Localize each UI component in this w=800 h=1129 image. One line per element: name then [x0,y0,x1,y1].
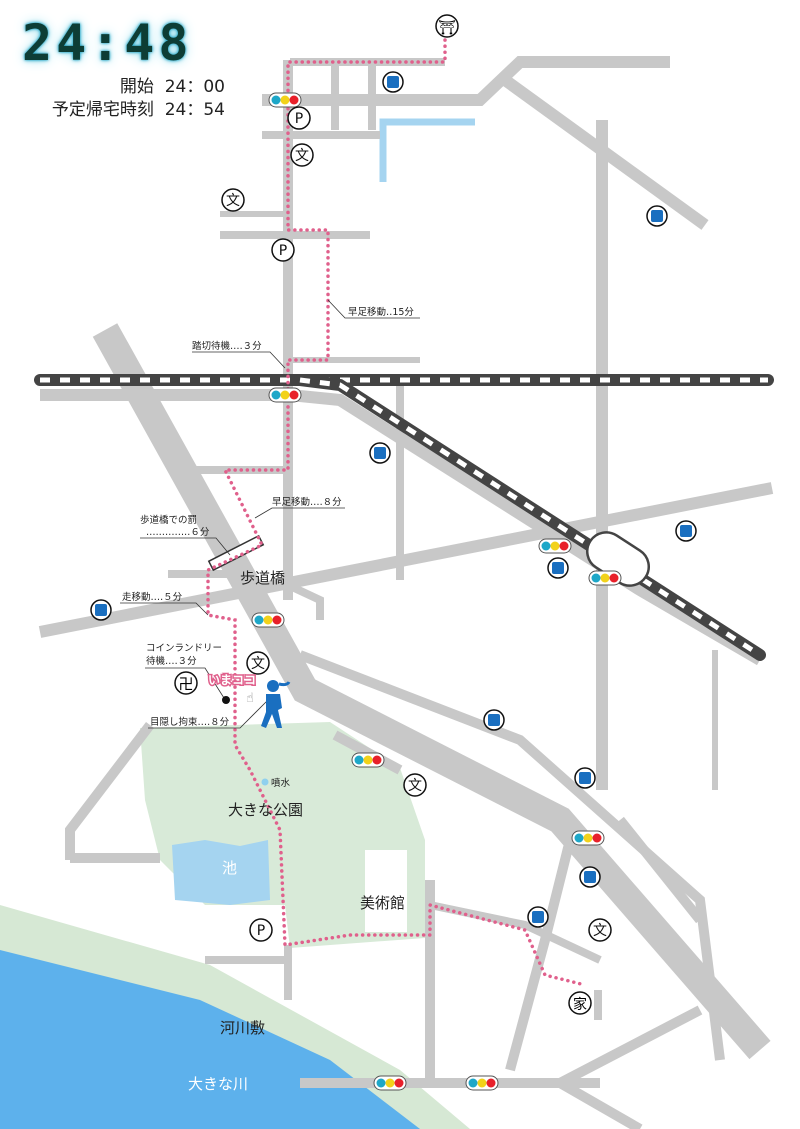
roads [38,56,774,1129]
svg-text:⛩: ⛩ [438,20,456,36]
fountain-marker [261,778,269,786]
traffic-light-icon [373,1075,407,1091]
coin-laundry-marker [222,696,230,704]
you-are-here-label: いまココ [208,673,256,687]
convenience-store-icon [369,442,391,464]
start-time: 24：00 [164,77,225,97]
convenience-store-icon [579,866,601,888]
current-time-display: 24:48 [22,14,193,72]
convenience-store-icon [483,709,505,731]
label-fountain: 噴水 [271,777,291,789]
parking-icon: P [287,106,311,130]
route-path [206,38,587,987]
svg-text:文: 文 [408,778,422,794]
return-time: 24：54 [164,100,225,120]
return-label: 予定帰宅時刻 [51,100,154,120]
convenience-store-icon [646,205,668,227]
parking-icon: P [271,238,295,262]
school-icon: 文 [246,651,270,675]
parking-icon: P [249,918,273,942]
annotation-laundry-2: 待機‥‥３分 [146,655,197,667]
svg-text:文: 文 [226,193,240,209]
traffic-light-icon [465,1075,499,1091]
annotation-bridge-1: 歩道橋での罰 [140,514,197,526]
pedestrian-bridge [207,534,265,572]
parking-icons: P P P [249,106,311,942]
annotation-crossing-wait: 踏切待機‥‥３分 [192,340,262,352]
svg-text:卍: 卍 [178,675,193,693]
svg-text:文: 文 [295,148,309,164]
annotation-brisk-walk-8: 早足移動‥‥８分 [272,496,342,508]
traffic-light-icon [268,387,302,403]
label-riverbed: 河川敷 [220,1019,265,1037]
annotation-blindfold: 目隠し拘束‥‥８分 [150,716,230,728]
start-time-row: 開始 24：00 [120,72,225,97]
shrine-icon: ⛩ [435,14,459,38]
pond [172,840,270,905]
convenience-store-icon [574,767,596,789]
canal [379,118,475,182]
traffic-light-icon [538,538,572,554]
svg-text:家: 家 [573,996,587,1013]
convenience-stores [90,71,697,928]
school-icon: 文 [588,918,612,942]
annotation-laundry-1: コインランドリー [146,643,222,654]
label-river: 大きな川 [188,1075,248,1093]
svg-text:P: P [257,923,265,939]
return-time-row: 予定帰宅時刻 24：54 [52,95,225,120]
traffic-light-icon [251,612,285,628]
school-icon: 文 [221,188,245,212]
traffic-lights [251,92,622,1091]
annotation-brisk-walk-15: 早足移動‥15分 [348,306,414,318]
annotation-leaders [120,299,420,729]
label-museum: 美術館 [360,894,405,912]
traffic-light-icon [588,570,622,586]
home-icon: 家 [568,991,592,1015]
annotation-run: 走移動‥‥５分 [122,591,183,603]
hand-icon: ☝ [246,691,254,706]
railway [34,374,774,661]
traffic-light-icon [351,752,385,768]
start-label: 開始 [119,77,154,97]
temple-icon: 卍 [174,671,198,695]
svg-text:P: P [295,111,303,127]
person-icon [261,680,291,728]
label-park: 大きな公園 [228,801,303,819]
convenience-store-icon [675,520,697,542]
traffic-light-icon [268,92,302,108]
svg-text:文: 文 [593,923,607,939]
convenience-store-icon [527,906,549,928]
svg-text:文: 文 [251,656,265,672]
museum-building [365,850,407,932]
school-icon: 文 [290,143,314,167]
label-pedestrian-bridge: 歩道橋 [240,569,285,587]
label-pond: 池 [222,859,237,877]
annotation-bridge-2: ‥‥‥‥‥‥‥６分 [146,527,210,538]
school-icon: 文 [403,773,427,797]
convenience-store-icon [90,599,112,621]
convenience-store-icon [547,557,569,579]
convenience-store-icon [382,71,404,93]
svg-text:P: P [279,243,287,259]
traffic-light-icon [571,830,605,846]
